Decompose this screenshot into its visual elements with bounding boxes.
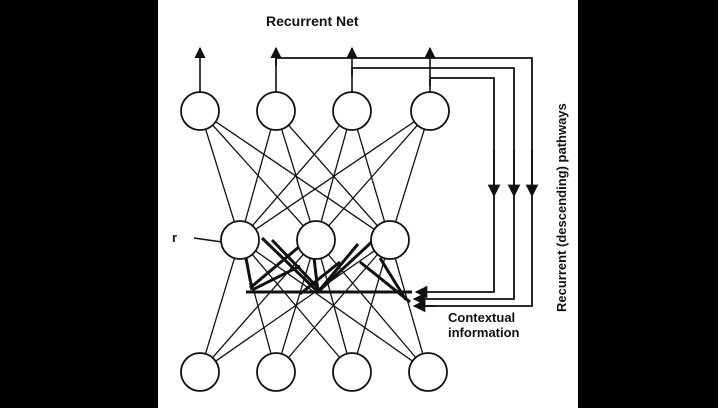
hidden-output-link xyxy=(288,124,378,227)
neuron-layers xyxy=(180,91,450,392)
input-neuron xyxy=(332,352,372,392)
hidden-output-link xyxy=(356,129,386,222)
hidden-output-link xyxy=(255,121,415,230)
input-hidden-link xyxy=(356,258,386,354)
hidden-output-link xyxy=(320,129,348,222)
hidden-output-link xyxy=(212,124,304,227)
hidden-output-link xyxy=(215,121,375,230)
hidden-neuron xyxy=(370,220,410,260)
recurrent-pathways xyxy=(275,57,539,313)
unit-label-leader xyxy=(193,237,223,243)
input-hidden-link xyxy=(251,254,341,358)
hidden-neuron xyxy=(296,220,336,260)
hidden-output-link xyxy=(205,128,235,223)
hidden-neuron xyxy=(220,220,260,260)
input-hidden-link xyxy=(204,257,236,355)
output-arrows xyxy=(194,46,436,92)
hidden-output-link xyxy=(395,128,425,223)
context-label-line2: information xyxy=(448,325,520,340)
input-neuron xyxy=(180,352,220,392)
input-neuron xyxy=(256,352,296,392)
output-neuron xyxy=(410,91,450,131)
input-hidden-link xyxy=(327,254,417,358)
unit-label: r xyxy=(172,230,177,245)
diagram-title: Recurrent Net xyxy=(266,13,359,29)
output-neuron xyxy=(256,91,296,131)
context-label-line1: Contextual xyxy=(448,310,515,325)
hidden-output-link xyxy=(328,124,418,227)
hidden-to-output-connections xyxy=(205,121,425,230)
side-label: Recurrent (descending) pathways xyxy=(554,103,569,312)
input-neuron xyxy=(408,352,448,392)
input-hidden-link xyxy=(255,250,413,362)
input-to-hidden-connections xyxy=(204,250,424,362)
output-neuron xyxy=(332,91,372,131)
output-neuron xyxy=(180,91,220,131)
input-hidden-link xyxy=(215,250,375,362)
input-hidden-link xyxy=(394,258,424,354)
contextual-connections xyxy=(244,236,412,304)
